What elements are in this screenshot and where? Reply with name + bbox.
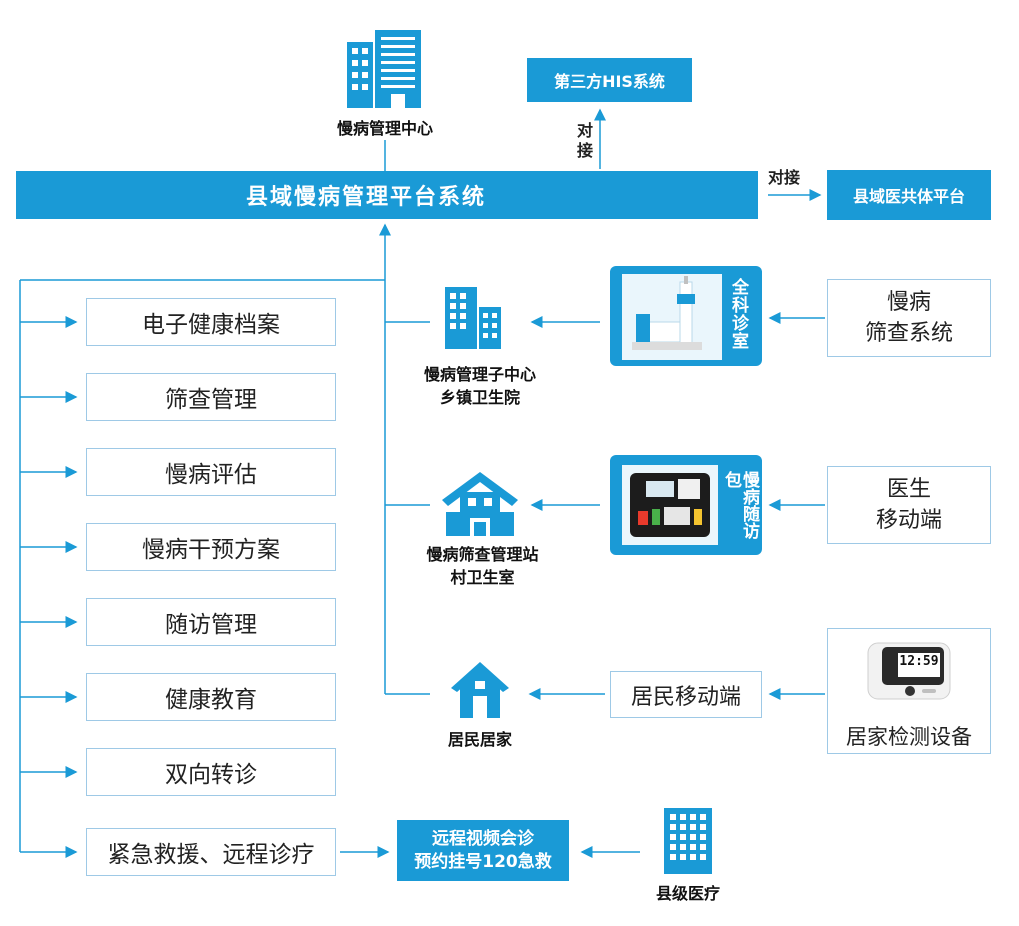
hospital-icon — [443, 287, 503, 349]
followup-bag-label: 慢病随访包 — [721, 471, 759, 539]
county-medical-label: 县级医疗 — [655, 884, 720, 903]
his-label: 第三方HIS系统 — [554, 72, 665, 91]
gp-room-label: 全科诊室 — [728, 278, 748, 350]
dock-horizontal-label: 对接 — [768, 168, 801, 187]
center-label: 慢病管理中心 — [336, 119, 433, 138]
module-followup[interactable]: 随访管理 — [86, 598, 336, 646]
kiosk-icon — [622, 274, 722, 360]
his-system-box[interactable]: 第三方HIS系统 — [527, 58, 692, 102]
medical-bag-icon — [622, 465, 718, 545]
remote-consult-box[interactable]: 远程视频会诊 预约挂号120急救 — [397, 820, 569, 881]
resident-mobile-box[interactable]: 居民移动端 — [610, 671, 762, 718]
home-device-box[interactable]: 12:59 居家检测设备 — [827, 628, 991, 754]
platform-title: 县域慢病管理平台系统 — [246, 185, 487, 210]
station-icon — [442, 470, 518, 536]
gp-room-panel[interactable]: 全科诊室 — [610, 266, 762, 366]
module-assessment[interactable]: 慢病评估 — [86, 448, 336, 496]
platform-bar[interactable]: 县域慢病管理平台系统 — [16, 171, 758, 219]
building-icon — [345, 28, 425, 108]
village-clinic-label: 村卫生室 — [450, 568, 515, 587]
module-emergency[interactable]: 紧急救援、远程诊疗 — [86, 828, 336, 876]
device-display-text: 12:59 — [899, 654, 939, 669]
home-label: 居民居家 — [447, 730, 512, 749]
dock-vertical-label: 对接 — [577, 121, 594, 160]
followup-bag-panel[interactable]: 慢病随访包 — [610, 455, 762, 555]
screening-system-box[interactable]: 慢病 筛查系统 — [827, 279, 991, 357]
module-education[interactable]: 健康教育 — [86, 673, 336, 721]
home-device-label: 居家检测设备 — [846, 725, 972, 749]
town-hospital-label: 乡镇卫生院 — [439, 388, 520, 407]
module-screening[interactable]: 筛查管理 — [86, 373, 336, 421]
house-icon — [449, 658, 511, 718]
module-referral[interactable]: 双向转诊 — [86, 748, 336, 796]
medical-alliance-box[interactable]: 县域医共体平台 — [827, 170, 991, 220]
subcenter-label: 慢病管理子中心 — [423, 365, 536, 384]
module-health-records[interactable]: 电子健康档案 — [86, 298, 336, 346]
module-intervention[interactable]: 慢病干预方案 — [86, 523, 336, 571]
doctor-mobile-box[interactable]: 医生 移动端 — [827, 466, 991, 544]
medical-alliance-label: 县域医共体平台 — [852, 187, 965, 206]
bp-monitor-icon: 12:59 — [864, 637, 954, 703]
county-building-icon — [662, 808, 714, 874]
station-label: 慢病筛查管理站 — [426, 545, 539, 564]
